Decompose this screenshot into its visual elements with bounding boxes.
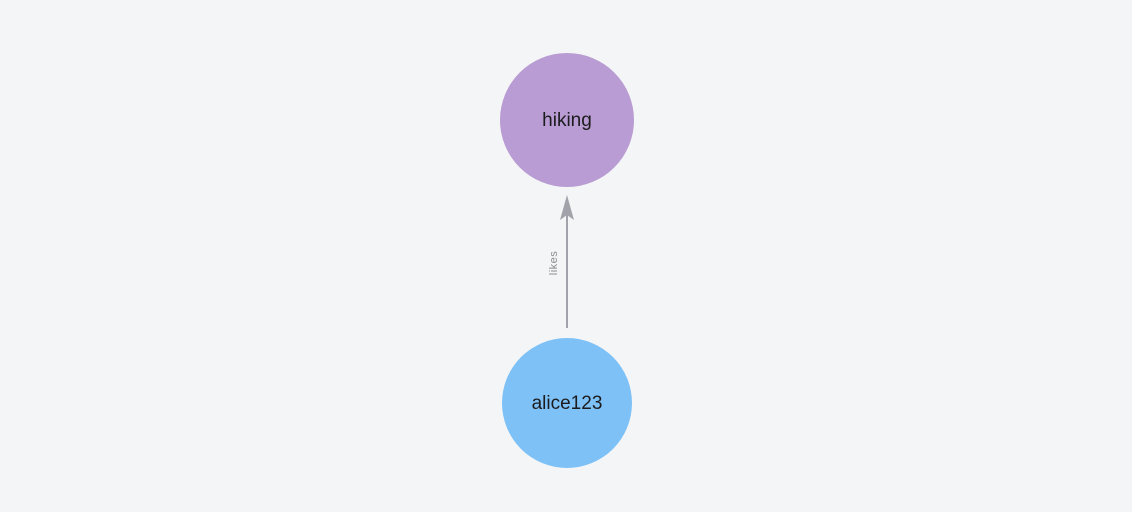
edge-label-likes: likes: [548, 251, 560, 276]
node-label-hiking: hiking: [542, 109, 592, 131]
node-alice123[interactable]: alice123: [502, 338, 632, 468]
arrowhead-icon: [560, 195, 574, 220]
node-label-alice123: alice123: [531, 392, 603, 414]
node-hiking[interactable]: hiking: [500, 53, 634, 187]
edge-likes[interactable]: likes: [548, 195, 574, 328]
